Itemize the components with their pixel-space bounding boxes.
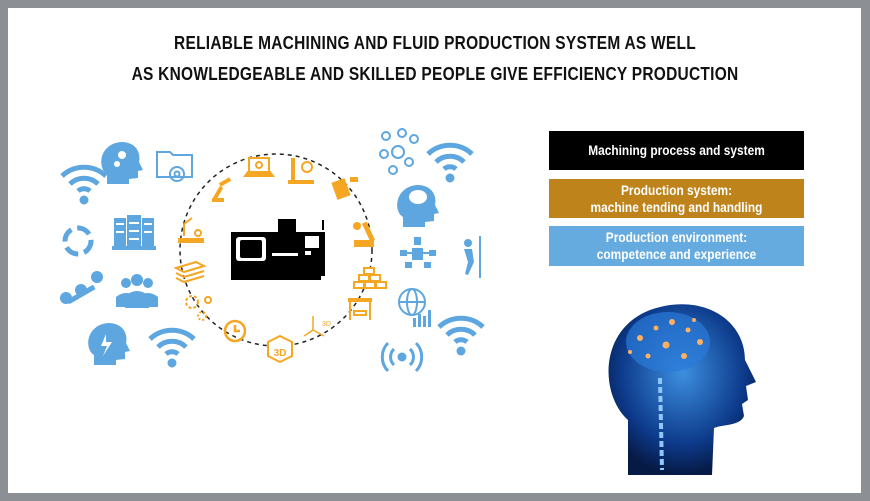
head-lightning-icon	[88, 323, 130, 365]
box-machining-process: Machining process and system	[549, 131, 804, 170]
cnc-machine-icon	[231, 219, 325, 280]
tablet-device-icon	[331, 177, 358, 200]
gears-icon	[185, 295, 212, 321]
3d-axes-icon: 3D	[303, 316, 331, 337]
material-stack-icon	[173, 260, 207, 284]
refresh-cycle-icon	[62, 225, 94, 257]
server-icon	[112, 215, 156, 250]
gold-bars-icon	[353, 267, 387, 289]
box-text: Production system:	[620, 181, 733, 198]
wifi-icon	[150, 330, 194, 367]
laptop-icon	[243, 157, 275, 177]
box-text: Machining process and system	[588, 142, 765, 158]
press-machine-icon	[348, 298, 372, 320]
box-production-system: Production system:machine tending and ha…	[549, 179, 804, 218]
process-ring	[179, 153, 373, 347]
person-gesture-icon	[464, 236, 481, 278]
team-people-icon	[116, 274, 158, 308]
robotic-cell-icon	[178, 217, 204, 243]
hierarchy-icon	[400, 237, 436, 268]
globe-chart-icon	[398, 288, 431, 327]
industrial-arm-icon	[353, 221, 375, 247]
head-gears-icon	[101, 142, 143, 184]
title-line-2: AS KNOWLEDGEABLE AND SKILLED PEOPLE GIVE…	[131, 64, 739, 84]
3d-axes-label: 3D	[322, 321, 331, 328]
wifi-icon	[439, 318, 483, 355]
coins-growth-icon	[60, 271, 103, 305]
box-text: machine tending and handling	[590, 198, 763, 215]
folder-gear-icon	[156, 151, 193, 182]
drill-press-icon	[288, 158, 314, 184]
wifi-icon	[62, 167, 106, 204]
box-production-environment: Production environment:competence and ex…	[549, 226, 804, 266]
3d-cube-icon: 3D	[267, 334, 293, 364]
head-brain-icon	[397, 185, 439, 227]
clock-icon	[223, 319, 247, 343]
radio-signal-icon	[380, 341, 424, 373]
3d-cube-label: 3D	[274, 348, 287, 359]
robot-arm-icon	[212, 177, 232, 202]
box-text: competence and experience	[596, 246, 757, 262]
page-title: RELIABLE MACHINING AND FLUID PRODUCTION …	[61, 28, 809, 90]
box-text: Production environment:	[605, 229, 748, 245]
title-line-1: RELIABLE MACHINING AND FLUID PRODUCTION …	[174, 33, 696, 53]
network-nodes-icon	[379, 128, 419, 175]
wifi-icon	[428, 145, 472, 182]
brain-xray-image	[608, 304, 756, 475]
